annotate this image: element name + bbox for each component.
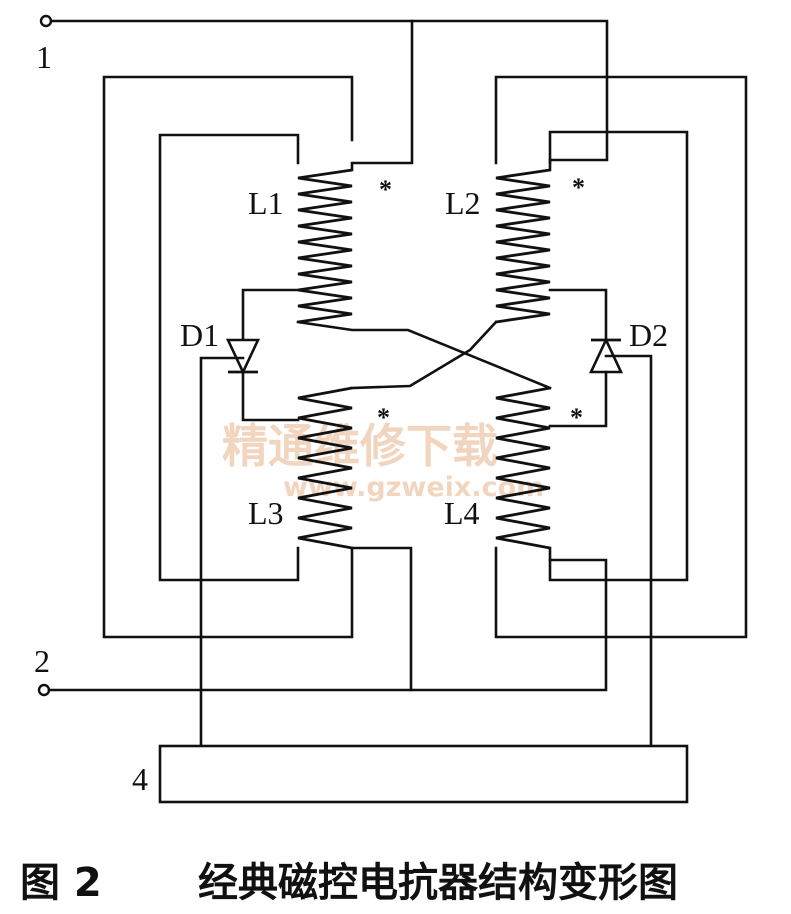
diode-d1: D1 (180, 288, 300, 748)
d2-bottom-lead (548, 370, 608, 428)
control-block-rect (158, 744, 689, 804)
terminal-1-node (39, 14, 53, 28)
coil-l4-label: L4 (444, 495, 480, 531)
d2-top-lead (548, 288, 608, 342)
terminal-1: 1 (36, 14, 609, 172)
d1-control-lead (199, 356, 245, 748)
coil-l3 (297, 386, 353, 550)
figure-caption: 图 2 经典磁控电抗器结构变形图 (20, 860, 678, 906)
terminal-1-bus (49, 19, 609, 172)
terminal-1-label: 1 (36, 39, 52, 75)
caption-title: 经典磁控电抗器结构变形图 (198, 860, 678, 906)
right-core-outer-limb (494, 75, 748, 639)
polarity-mark-l3: * (377, 403, 390, 432)
diode-d1-label: D1 (180, 317, 219, 353)
watermark-title: 精通维修下载 (222, 419, 498, 473)
polarity-mark-l1: * (379, 175, 392, 204)
polarity-mark-l2: * (572, 173, 585, 202)
coil-l1-label: L1 (248, 185, 284, 221)
terminal-2: 2 (34, 546, 608, 697)
d2-control-lead (604, 354, 653, 748)
coil-l2-label: L2 (445, 185, 481, 221)
coil-l4 (495, 386, 551, 550)
coil-l1 (297, 168, 353, 324)
diode-d2: D2 (548, 288, 668, 748)
left-core-outer-limb (102, 75, 354, 639)
terminal-2-label: 2 (34, 643, 50, 679)
d1-triangle (225, 338, 261, 376)
polarity-mark-l4: * (570, 403, 583, 432)
caption-figure-number: 图 2 (20, 860, 102, 906)
terminal-2-rise-l3 (350, 546, 413, 692)
cross-wire-l2-to-l3 (350, 320, 498, 390)
terminal-1-drop-l1 (350, 19, 414, 172)
diode-d2-label: D2 (629, 317, 668, 353)
left-core-inner-limb (158, 133, 300, 582)
cross-wire-l1-to-l4 (296, 320, 552, 390)
terminal-2-bus (47, 558, 608, 692)
control-block-label: 4 (132, 761, 148, 797)
coil-l3-label: L3 (248, 495, 284, 531)
d1-cathode-lead (241, 370, 300, 422)
right-core-inner-limb (548, 130, 689, 582)
control-block-4: 4 (132, 744, 689, 804)
d1-anode-lead (241, 288, 300, 342)
coil-l2 (495, 168, 551, 324)
terminal-2-node (37, 683, 51, 697)
